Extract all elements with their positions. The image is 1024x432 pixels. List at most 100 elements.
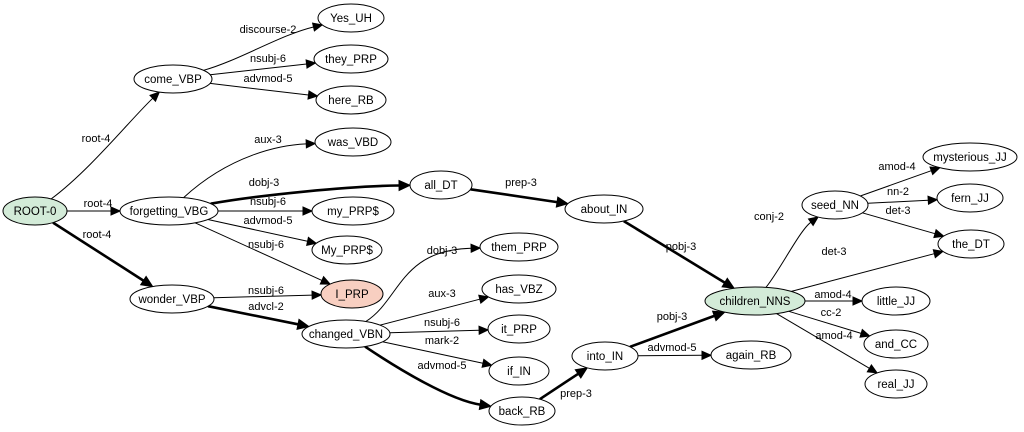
node-ellipse: [564, 194, 644, 224]
edge-label: dobj-3: [427, 245, 458, 257]
node-children: children_NNS: [704, 286, 806, 316]
node-they: they_PRP: [313, 44, 389, 74]
edge-forgetting-to-Myprp: advmod-5: [207, 215, 318, 246]
edge-label: dobj-3: [249, 177, 280, 189]
edge-line: [862, 212, 936, 235]
node-has: has_VBZ: [481, 274, 557, 304]
arrowhead: [481, 358, 493, 368]
edge-wonder-to-changed: advcl-2: [207, 301, 310, 330]
node-ellipse: [936, 183, 1004, 213]
edge-line: [183, 143, 307, 198]
node-wonder: wonder_VBP: [129, 284, 215, 314]
edge-line: [52, 221, 145, 282]
edge-wonder-to-i: nsubj-6: [213, 285, 323, 300]
node-Myprp: My_PRP$: [311, 235, 383, 265]
edge-label: nsubj-6: [424, 317, 460, 329]
node-and: and_CC: [863, 329, 929, 359]
node-label: into_IN: [587, 351, 623, 363]
arrowhead: [859, 328, 871, 338]
node-ellipse: [861, 286, 931, 316]
node-label: back_RB: [499, 406, 546, 418]
node-i: I_PRP: [320, 279, 384, 309]
edge-label: root-4: [82, 133, 111, 145]
edge-children-to-the: det-3: [791, 246, 945, 292]
edge-forgetting-to-i: nsubj-6: [194, 222, 332, 285]
node-label: children_NNS: [720, 296, 791, 308]
edge-label: pobj-3: [657, 311, 688, 323]
node-label: again_RB: [726, 350, 777, 362]
edge-label: nsubj-6: [250, 53, 286, 65]
edge-label: nsubj-6: [248, 239, 284, 251]
edge-line: [210, 63, 307, 76]
edge-all-to-about: prep-3: [470, 177, 570, 208]
edge-line: [382, 341, 484, 364]
edge-changed-to-if: mark-2: [382, 335, 493, 368]
edge-line: [50, 97, 154, 200]
edge-label: root-4: [83, 229, 112, 241]
node-label: real_JJ: [877, 379, 914, 391]
node-label: fern_JJ: [951, 193, 989, 205]
node-label: come_VBP: [144, 74, 202, 86]
edge-into-to-children: pobj-3: [629, 310, 726, 349]
edge-label: aux-3: [428, 288, 456, 300]
arrowhead: [305, 139, 317, 149]
edge-line: [860, 170, 932, 197]
edge-line: [629, 314, 715, 349]
edge-label: det-3: [885, 205, 910, 217]
node-into: into_IN: [571, 341, 639, 371]
edge-label: root-4: [84, 198, 113, 210]
node-ellipse: [571, 341, 639, 371]
arrowhead: [478, 325, 490, 335]
node-ellipse: [922, 142, 1018, 172]
node-here: here_RB: [315, 85, 387, 115]
edge-line: [364, 345, 481, 406]
edge-forgetting-to-all: dobj-3: [210, 177, 412, 205]
nodes-layer: ROOT-0come_VBPYes_UHthey_PRPhere_RBforge…: [2, 3, 1018, 426]
node-ellipse: [315, 85, 387, 115]
node-label: about_IN: [581, 204, 628, 216]
node-real: real_JJ: [864, 369, 928, 399]
node-myprp: my_PRP$: [311, 196, 395, 226]
edge-label: cc-2: [821, 307, 842, 319]
node-it: it_PRP: [487, 314, 551, 344]
edge-line: [203, 26, 314, 71]
edge-label: mark-2: [425, 335, 459, 347]
edge-seed-to-mysterious: amod-4: [860, 161, 941, 197]
node-label: and_CC: [875, 339, 917, 351]
edge-line: [867, 199, 929, 204]
arrowhead: [306, 236, 318, 246]
arrowhead: [807, 216, 820, 227]
node-ellipse: [488, 356, 550, 386]
node-ellipse: [311, 235, 383, 265]
arrowhead: [478, 294, 490, 304]
node-yes: Yes_UH: [317, 3, 385, 33]
arrowhead: [721, 277, 736, 289]
node-mysterious: mysterious_JJ: [922, 142, 1018, 172]
node-ellipse: [119, 196, 219, 226]
edge-come-to-here: advmod-5: [210, 73, 319, 100]
edge-label: det-3: [821, 246, 846, 258]
edge-come-to-yes: discourse-2: [203, 22, 324, 71]
edge-line: [788, 310, 862, 334]
node-them: them_PRP: [479, 232, 559, 262]
arrowhead: [296, 318, 310, 330]
arrowhead: [932, 249, 945, 259]
node-ellipse: [129, 284, 215, 314]
node-seed: seed_NN: [801, 190, 869, 220]
edge-line: [213, 294, 313, 299]
edge-line: [637, 354, 703, 357]
edge-forgetting-to-myprp: nsubj-6: [218, 196, 314, 216]
node-changed: changed_VBN: [301, 319, 391, 349]
arrowhead: [470, 243, 482, 253]
node-ellipse: [314, 127, 392, 157]
node-ellipse: [704, 286, 806, 316]
arrowhead: [305, 59, 317, 69]
node-ellipse: [479, 232, 559, 262]
arrowhead: [110, 206, 122, 216]
arrowhead: [929, 166, 941, 176]
arrowhead: [302, 206, 314, 216]
node-label: Yes_UH: [330, 13, 372, 25]
arrowhead: [149, 91, 161, 103]
edge-children-to-little: amod-4: [805, 289, 864, 306]
node-ellipse: [313, 44, 389, 74]
